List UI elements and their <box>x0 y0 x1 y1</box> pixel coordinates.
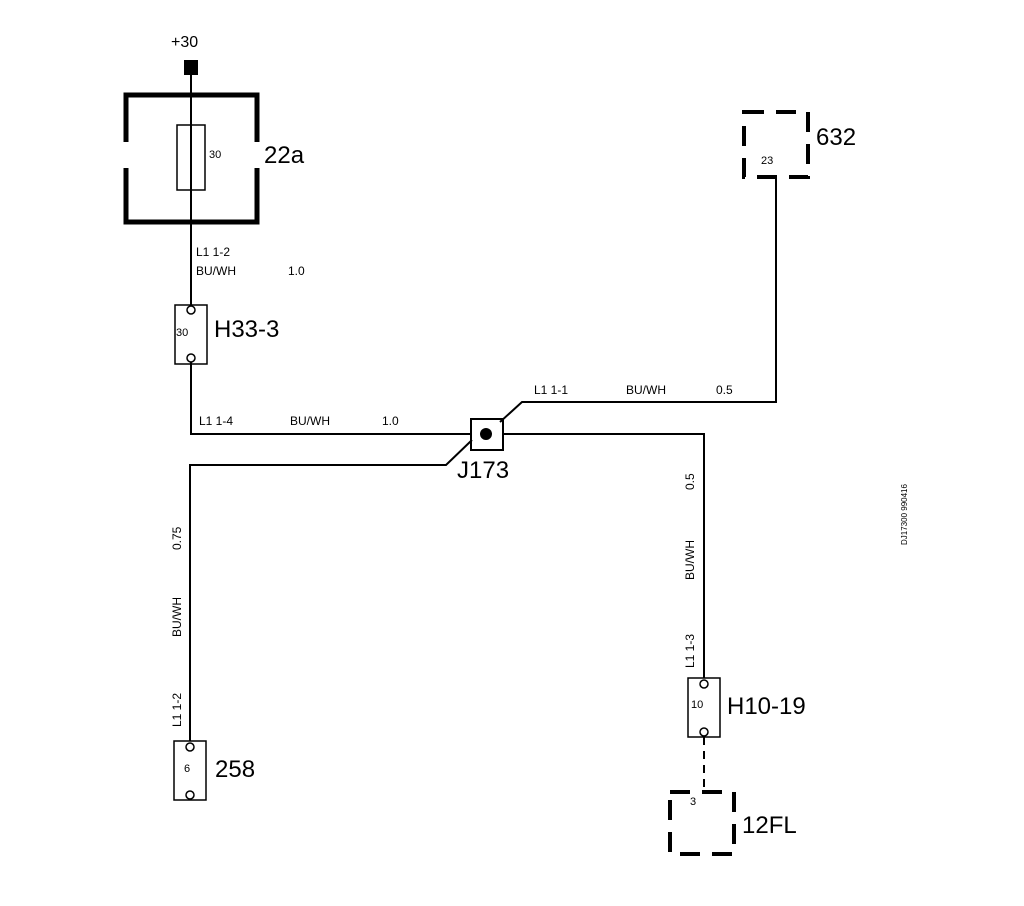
component-632-box <box>742 110 810 179</box>
wire-l1-1-1-circuit-label: L1 1-1 <box>534 383 568 397</box>
connector-h33-id: H33-3 <box>214 316 279 343</box>
connector-h33-pin-number: 30 <box>176 327 188 339</box>
drawing-id: DJ17300 990416 <box>900 484 909 545</box>
wire-h33-to-j173 <box>190 362 472 435</box>
component-258-pin-top <box>185 742 195 752</box>
connector-h10-pin-number: 10 <box>691 699 703 711</box>
wire-j173-to-258 <box>189 439 473 742</box>
component-12fl-pin-number: 3 <box>690 796 696 808</box>
component-12fl-id: 12FL <box>742 812 797 839</box>
wire-left-size-label: 0.75 <box>170 526 184 550</box>
wire-l1-1-1-size-label: 0.5 <box>716 383 733 397</box>
supply-terminal: +30 <box>171 34 198 75</box>
wire-l1-1-3-circuit-group: L1 1-3 <box>683 634 697 668</box>
supply-terminal-square <box>184 60 198 75</box>
splice-dot <box>480 428 492 440</box>
connector-h33-3: 30 H33-3 <box>174 304 279 365</box>
splice-id: J173 <box>457 457 509 484</box>
fuse-box-bottom-edge <box>123 168 260 225</box>
supply-label: +30 <box>171 34 198 51</box>
wire-j173-to-h10 <box>503 433 705 680</box>
component-632: 23 632 <box>742 110 856 179</box>
fuse-number: 30 <box>209 149 221 161</box>
connector-h10-19: 10 H10-19 <box>687 677 806 738</box>
connector-h10-body <box>687 677 721 738</box>
wire-left-color-group: BU/WH <box>170 597 184 637</box>
wire-left-circuit-group: L1 1-2 <box>170 693 184 727</box>
wire-left-circuit-label: L1 1-2 <box>170 693 184 727</box>
connector-h33-pin-bottom <box>186 353 196 363</box>
wire-l1-1-4-circuit-label: L1 1-4 <box>199 414 233 428</box>
drawing-id-group: DJ17300 990416 <box>900 484 909 545</box>
splice-j173: J173 <box>457 418 509 484</box>
wire-top-circuit-label: L1 1-2 <box>196 245 230 259</box>
component-632-id: 632 <box>816 124 856 151</box>
component-258-pin-bottom <box>185 790 195 800</box>
wire-l1-1-1-color-label: BU/WH <box>626 383 666 397</box>
component-12fl-box <box>668 790 736 856</box>
wire-l1-1-3-circuit-label: L1 1-3 <box>683 634 697 668</box>
wire-l1-1-4-color-label: BU/WH <box>290 414 330 428</box>
fuse-box-22a: 30 22a <box>123 92 305 225</box>
fuse-box-id: 22a <box>264 142 305 169</box>
wire-top-color-label: BU/WH <box>196 264 236 278</box>
connector-h10-pin-bottom <box>699 727 709 737</box>
wire-l1-1-3-color-group: BU/WH <box>683 540 697 580</box>
wire-l1-1-3-color-label: BU/WH <box>683 540 697 580</box>
wire-left-color-label: BU/WH <box>170 597 184 637</box>
component-258-id: 258 <box>215 756 255 783</box>
fuse-box-top-edge <box>123 92 260 142</box>
wire-j173-to-632 <box>499 178 777 423</box>
wire-top-size-label: 1.0 <box>288 264 305 278</box>
wire-l1-1-3-size-label: 0.5 <box>683 473 697 490</box>
component-632-pin-number: 23 <box>761 155 773 167</box>
wire-l1-1-3-size-group: 0.5 <box>683 473 697 490</box>
connector-h10-pin-top <box>699 679 709 689</box>
component-258: 6 258 <box>173 740 255 801</box>
wire-left-size-group: 0.75 <box>170 526 184 550</box>
component-258-pin-number: 6 <box>184 763 190 775</box>
connector-h10-id: H10-19 <box>727 693 806 720</box>
component-12fl: 3 12FL <box>668 790 797 856</box>
wire-l1-1-4-size-label: 1.0 <box>382 414 399 428</box>
connector-h33-pin-top <box>186 305 196 315</box>
